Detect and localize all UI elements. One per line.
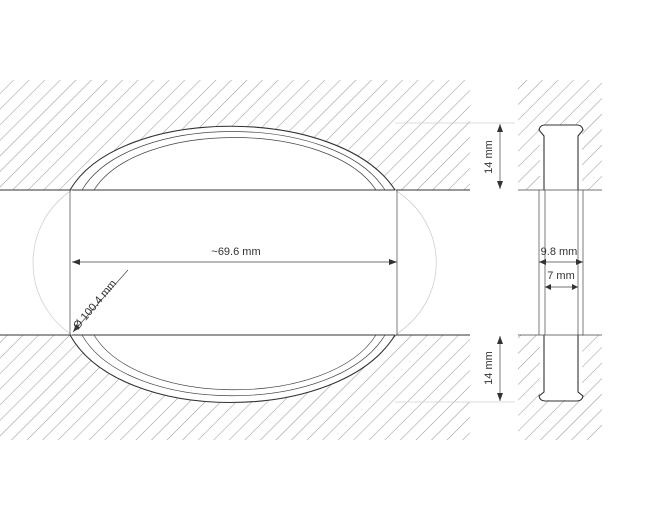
ring-bottom-hatch bbox=[518, 335, 602, 440]
diameter-dimension: Ø 100.4 mm bbox=[71, 269, 129, 333]
chord-width-label: ~69.6 mm bbox=[211, 246, 260, 258]
diameter-label: Ø 100.4 mm bbox=[71, 278, 119, 332]
bottom-thickness-label: 14 mm bbox=[483, 351, 495, 385]
lens-bottom-outer bbox=[69, 334, 396, 403]
top-thickness-dimension: 14 mm bbox=[483, 124, 503, 189]
main-section-view: ~69.6 mm Ø 100.4 mm bbox=[0, 80, 515, 440]
top-thickness-label: 14 mm bbox=[483, 140, 495, 174]
ring-section-view: 9.8 mm 7 mm bbox=[518, 80, 602, 440]
bottom-wall-hatch bbox=[0, 335, 470, 440]
lens-construction-arc-left bbox=[32, 189, 73, 336]
bottom-thickness-dimension: 14 mm bbox=[483, 336, 503, 401]
lens-top-outer bbox=[69, 125, 396, 191]
lens-construction-arc-right bbox=[394, 189, 437, 336]
chord-width-dimension: ~69.6 mm bbox=[72, 246, 397, 265]
top-wall-hatch bbox=[0, 80, 470, 190]
ring-profile-outline-bottom bbox=[538, 335, 584, 402]
lens-top-inner-2 bbox=[93, 137, 377, 191]
lens-bottom-inner-2 bbox=[93, 334, 377, 391]
lens-bottom-inner-1 bbox=[81, 334, 386, 397]
ring-outer-width-dimension: 9.8 mm bbox=[539, 246, 583, 265]
ring-profile-outline bbox=[538, 124, 584, 190]
ring-top-hatch bbox=[518, 80, 602, 190]
ring-inner-width-dimension: 7 mm bbox=[545, 270, 578, 290]
ring-inner-width-label: 7 mm bbox=[547, 270, 575, 282]
ring-outer-width-label: 9.8 mm bbox=[541, 246, 578, 258]
lens-top-inner-1 bbox=[81, 131, 386, 191]
